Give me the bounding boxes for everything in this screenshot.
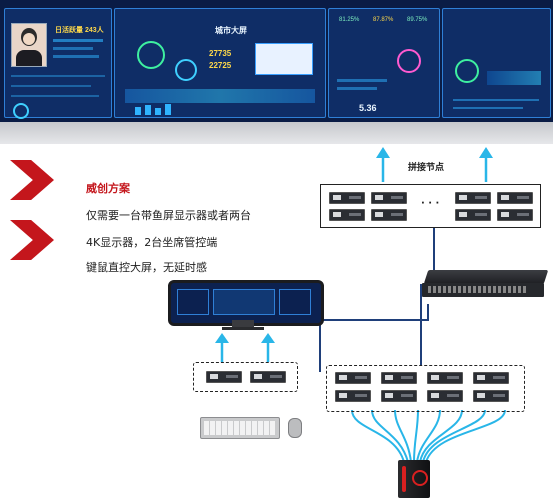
bullet-line-1: 仅需要一台带鱼屏显示器或者两台 — [86, 209, 251, 222]
bullet-line-2: 4K显示器，2台坐席管控端 — [86, 236, 218, 249]
encoder-device — [250, 371, 286, 383]
splice-node-label: 拼接节点 — [408, 163, 445, 173]
encoder-device — [335, 372, 371, 384]
wall-pct-3: 89.75% — [407, 17, 428, 23]
usb-cable — [351, 409, 506, 463]
encoder-device — [473, 372, 509, 384]
wall-stat-2: 22725 — [209, 61, 232, 70]
encoder-device — [381, 390, 417, 402]
decoder-device — [497, 192, 533, 204]
decoder-device — [455, 209, 491, 221]
wall-panel-right: 81.25% 87.87% 89.75% 5.36 — [328, 8, 440, 118]
encoder-device — [381, 372, 417, 384]
wall-pct-1: 81.25% — [339, 17, 360, 23]
encoder-device — [473, 390, 509, 402]
wall-panel-far-right — [442, 8, 551, 118]
decoder-device — [497, 209, 533, 221]
ellipsis: · · · — [421, 198, 440, 209]
decoder-device — [455, 192, 491, 204]
video-wall: 日活跃量 243人 城市大屏 27735 22725 81.25% 87.87%… — [0, 0, 553, 122]
decoder-device — [371, 209, 407, 221]
encoder-device — [427, 372, 463, 384]
wall-panel-center: 城市大屏 27735 22725 — [114, 8, 326, 118]
solution-title: 威创方案 — [86, 182, 130, 195]
up-arrow-icon — [376, 147, 493, 182]
wall-base — [0, 122, 553, 144]
decoder-device — [329, 209, 365, 221]
ultrawide-monitor — [168, 280, 324, 330]
source-device-group — [326, 365, 525, 412]
encoder-device — [335, 390, 371, 402]
up-arrow-icon — [215, 333, 275, 362]
wall-pct-2: 87.87% — [373, 17, 394, 23]
encoder-device — [427, 390, 463, 402]
network-cable — [319, 226, 435, 372]
pc-tower-icon — [398, 460, 430, 498]
network-switch — [422, 270, 549, 300]
keyboard-icon — [200, 417, 280, 439]
wall-header: 城市大屏 — [215, 26, 247, 35]
bullet-line-3: 键鼠直控大屏，无延时感 — [86, 261, 207, 274]
decoder-device — [371, 192, 407, 204]
mouse-icon — [288, 418, 302, 438]
wall-panel-profile: 日活跃量 243人 — [4, 8, 112, 119]
wall-stat-3: 5.36 — [359, 103, 377, 113]
wall-badge: 日活跃量 243人 — [55, 27, 104, 34]
seat-device-group — [193, 362, 298, 392]
encoder-device — [206, 371, 242, 383]
wall-stat-1: 27735 — [209, 49, 232, 58]
avatar — [11, 23, 47, 67]
decoder-device — [329, 192, 365, 204]
splice-node-box: · · · — [320, 184, 541, 228]
